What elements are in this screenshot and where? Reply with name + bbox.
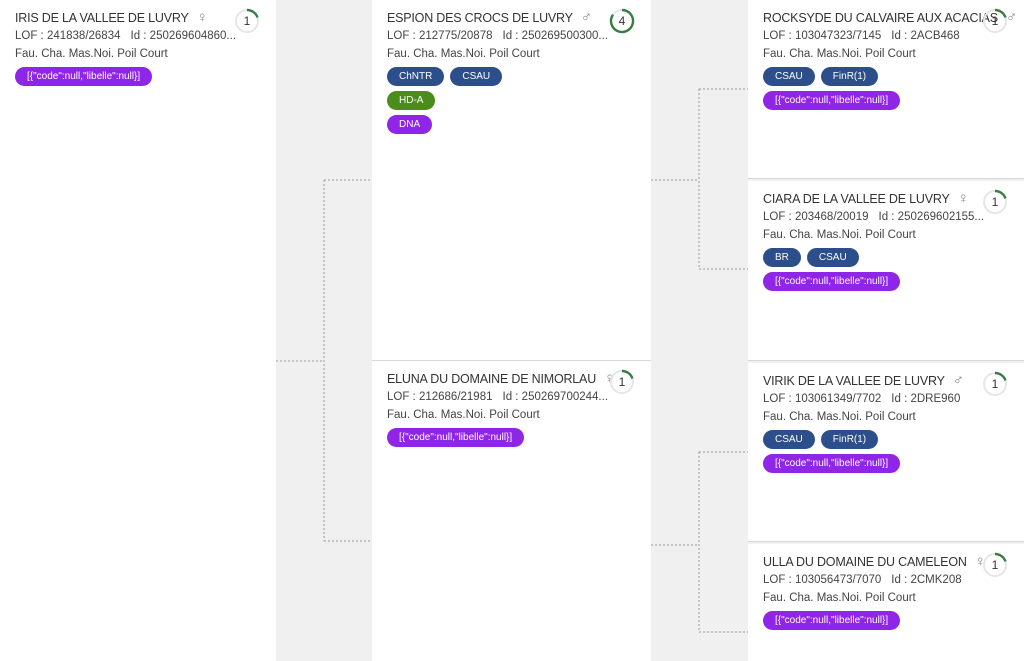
descendants-count: 1	[991, 558, 999, 572]
descendants-count: 1	[991, 195, 999, 209]
title-badge[interactable]: BR	[763, 248, 801, 267]
badge-list: BR CSAU [{"code":null,"libelle":null}]	[763, 248, 1024, 291]
male-sign-icon: ♂	[1005, 9, 1017, 26]
female-sign-icon: ♀	[604, 370, 616, 387]
title-badge[interactable]: [{"code":null,"libelle":null}]	[763, 611, 901, 630]
dog-name[interactable]: VIRIK DE LA VALLEE DE LUVRY	[763, 374, 945, 388]
descendants-counter[interactable]: 1	[234, 8, 260, 34]
dog-card-eluna[interactable]: ELUNA DU DOMAINE DE NIMORLAU ♀ LOF : 212…	[372, 361, 651, 661]
progress-ring-icon	[235, 8, 259, 33]
male-sign-icon: ♂	[580, 9, 592, 26]
descendants-count: 1	[991, 377, 999, 391]
title-badge[interactable]: CSAU	[806, 248, 859, 267]
badge-list: [{"code":null,"libelle":null}]	[387, 428, 651, 447]
progress-ring-icon	[983, 552, 1007, 577]
descendants-counter[interactable]: 1	[982, 189, 1008, 215]
title-badge[interactable]: [{"code":null,"libelle":null}]	[15, 67, 153, 86]
male-sign-icon: ♂	[952, 372, 964, 389]
progress-ring-icon	[983, 371, 1007, 396]
descendants-counter[interactable]: 1	[982, 8, 1008, 34]
dna-badge[interactable]: DNA	[387, 115, 433, 134]
connector-line	[651, 451, 748, 633]
progress-ring-icon	[983, 189, 1007, 214]
badge-list: CSAU FinR(1) [{"code":null,"libelle":nul…	[763, 67, 1024, 110]
descendants-count: 1	[618, 375, 626, 389]
title-badge[interactable]: FinR(1)	[820, 430, 879, 449]
dog-name[interactable]: ULLA DU DOMAINE DU CAMELEON	[763, 555, 967, 569]
female-sign-icon: ♀	[957, 190, 969, 207]
badge-list: [{"code":null,"libelle":null}]	[763, 611, 1024, 630]
progress-ring-icon	[609, 8, 635, 34]
title-badge[interactable]: [{"code":null,"libelle":null}]	[763, 272, 901, 291]
badge-list: [{"code":null,"libelle":null}]	[15, 67, 276, 86]
dog-card-iris[interactable]: IRIS DE LA VALLEE DE LUVRY ♀ LOF : 24183…	[0, 0, 276, 661]
descendants-counter[interactable]: 1	[982, 371, 1008, 397]
descendants-counter[interactable]: 4	[609, 8, 635, 34]
dog-name[interactable]: ELUNA DU DOMAINE DE NIMORLAU	[387, 372, 597, 386]
dog-card-espion[interactable]: ESPION DES CROCS DE LUVRY ♂ LOF : 212775…	[372, 0, 651, 361]
health-badge[interactable]: HD-A	[387, 91, 436, 110]
title-badge[interactable]: CSAU	[763, 430, 815, 449]
connector-line	[276, 179, 372, 542]
dog-name[interactable]: ROCKSYDE DU CALVAIRE AUX ACACIAS	[763, 11, 998, 25]
badge-list: ChNTR CSAU HD-A DNA	[387, 67, 651, 134]
dog-card-ulla[interactable]: ULLA DU DOMAINE DU CAMELEON ♀ LOF : 1030…	[748, 544, 1024, 661]
descendants-count: 4	[618, 14, 626, 28]
dog-card-ciara[interactable]: CIARA DE LA VALLEE DE LUVRY ♀ LOF : 2034…	[748, 181, 1024, 361]
female-sign-icon: ♀	[196, 9, 208, 26]
progress-ring-icon	[983, 8, 1007, 33]
dog-card-virik[interactable]: VIRIK DE LA VALLEE DE LUVRY ♂ LOF : 1030…	[748, 363, 1024, 542]
dog-name[interactable]: ESPION DES CROCS DE LUVRY	[387, 11, 573, 25]
title-badge[interactable]: CSAU	[763, 67, 815, 86]
title-badge[interactable]: [{"code":null,"libelle":null}]	[763, 454, 901, 473]
dog-name[interactable]: IRIS DE LA VALLEE DE LUVRY	[15, 11, 189, 25]
title-badge[interactable]: ChNTR	[387, 67, 445, 86]
descendants-counter[interactable]: 1	[609, 369, 635, 395]
descendants-count: 1	[991, 14, 999, 28]
connector-line	[651, 88, 748, 270]
descendants-counter[interactable]: 1	[982, 552, 1008, 578]
badge-list: CSAU FinR(1) [{"code":null,"libelle":nul…	[763, 430, 1024, 473]
title-badge[interactable]: FinR(1)	[820, 67, 879, 86]
descendants-count: 1	[243, 14, 251, 28]
dog-card-rocksyde[interactable]: ROCKSYDE DU CALVAIRE AUX ACACIAS ♂ LOF :…	[748, 0, 1024, 179]
title-badge[interactable]: [{"code":null,"libelle":null}]	[387, 428, 525, 447]
progress-ring-icon	[610, 369, 634, 394]
dog-name[interactable]: CIARA DE LA VALLEE DE LUVRY	[763, 192, 950, 206]
female-sign-icon: ♀	[974, 553, 986, 570]
title-badge[interactable]: CSAU	[450, 67, 503, 86]
title-badge[interactable]: [{"code":null,"libelle":null}]	[763, 91, 901, 110]
